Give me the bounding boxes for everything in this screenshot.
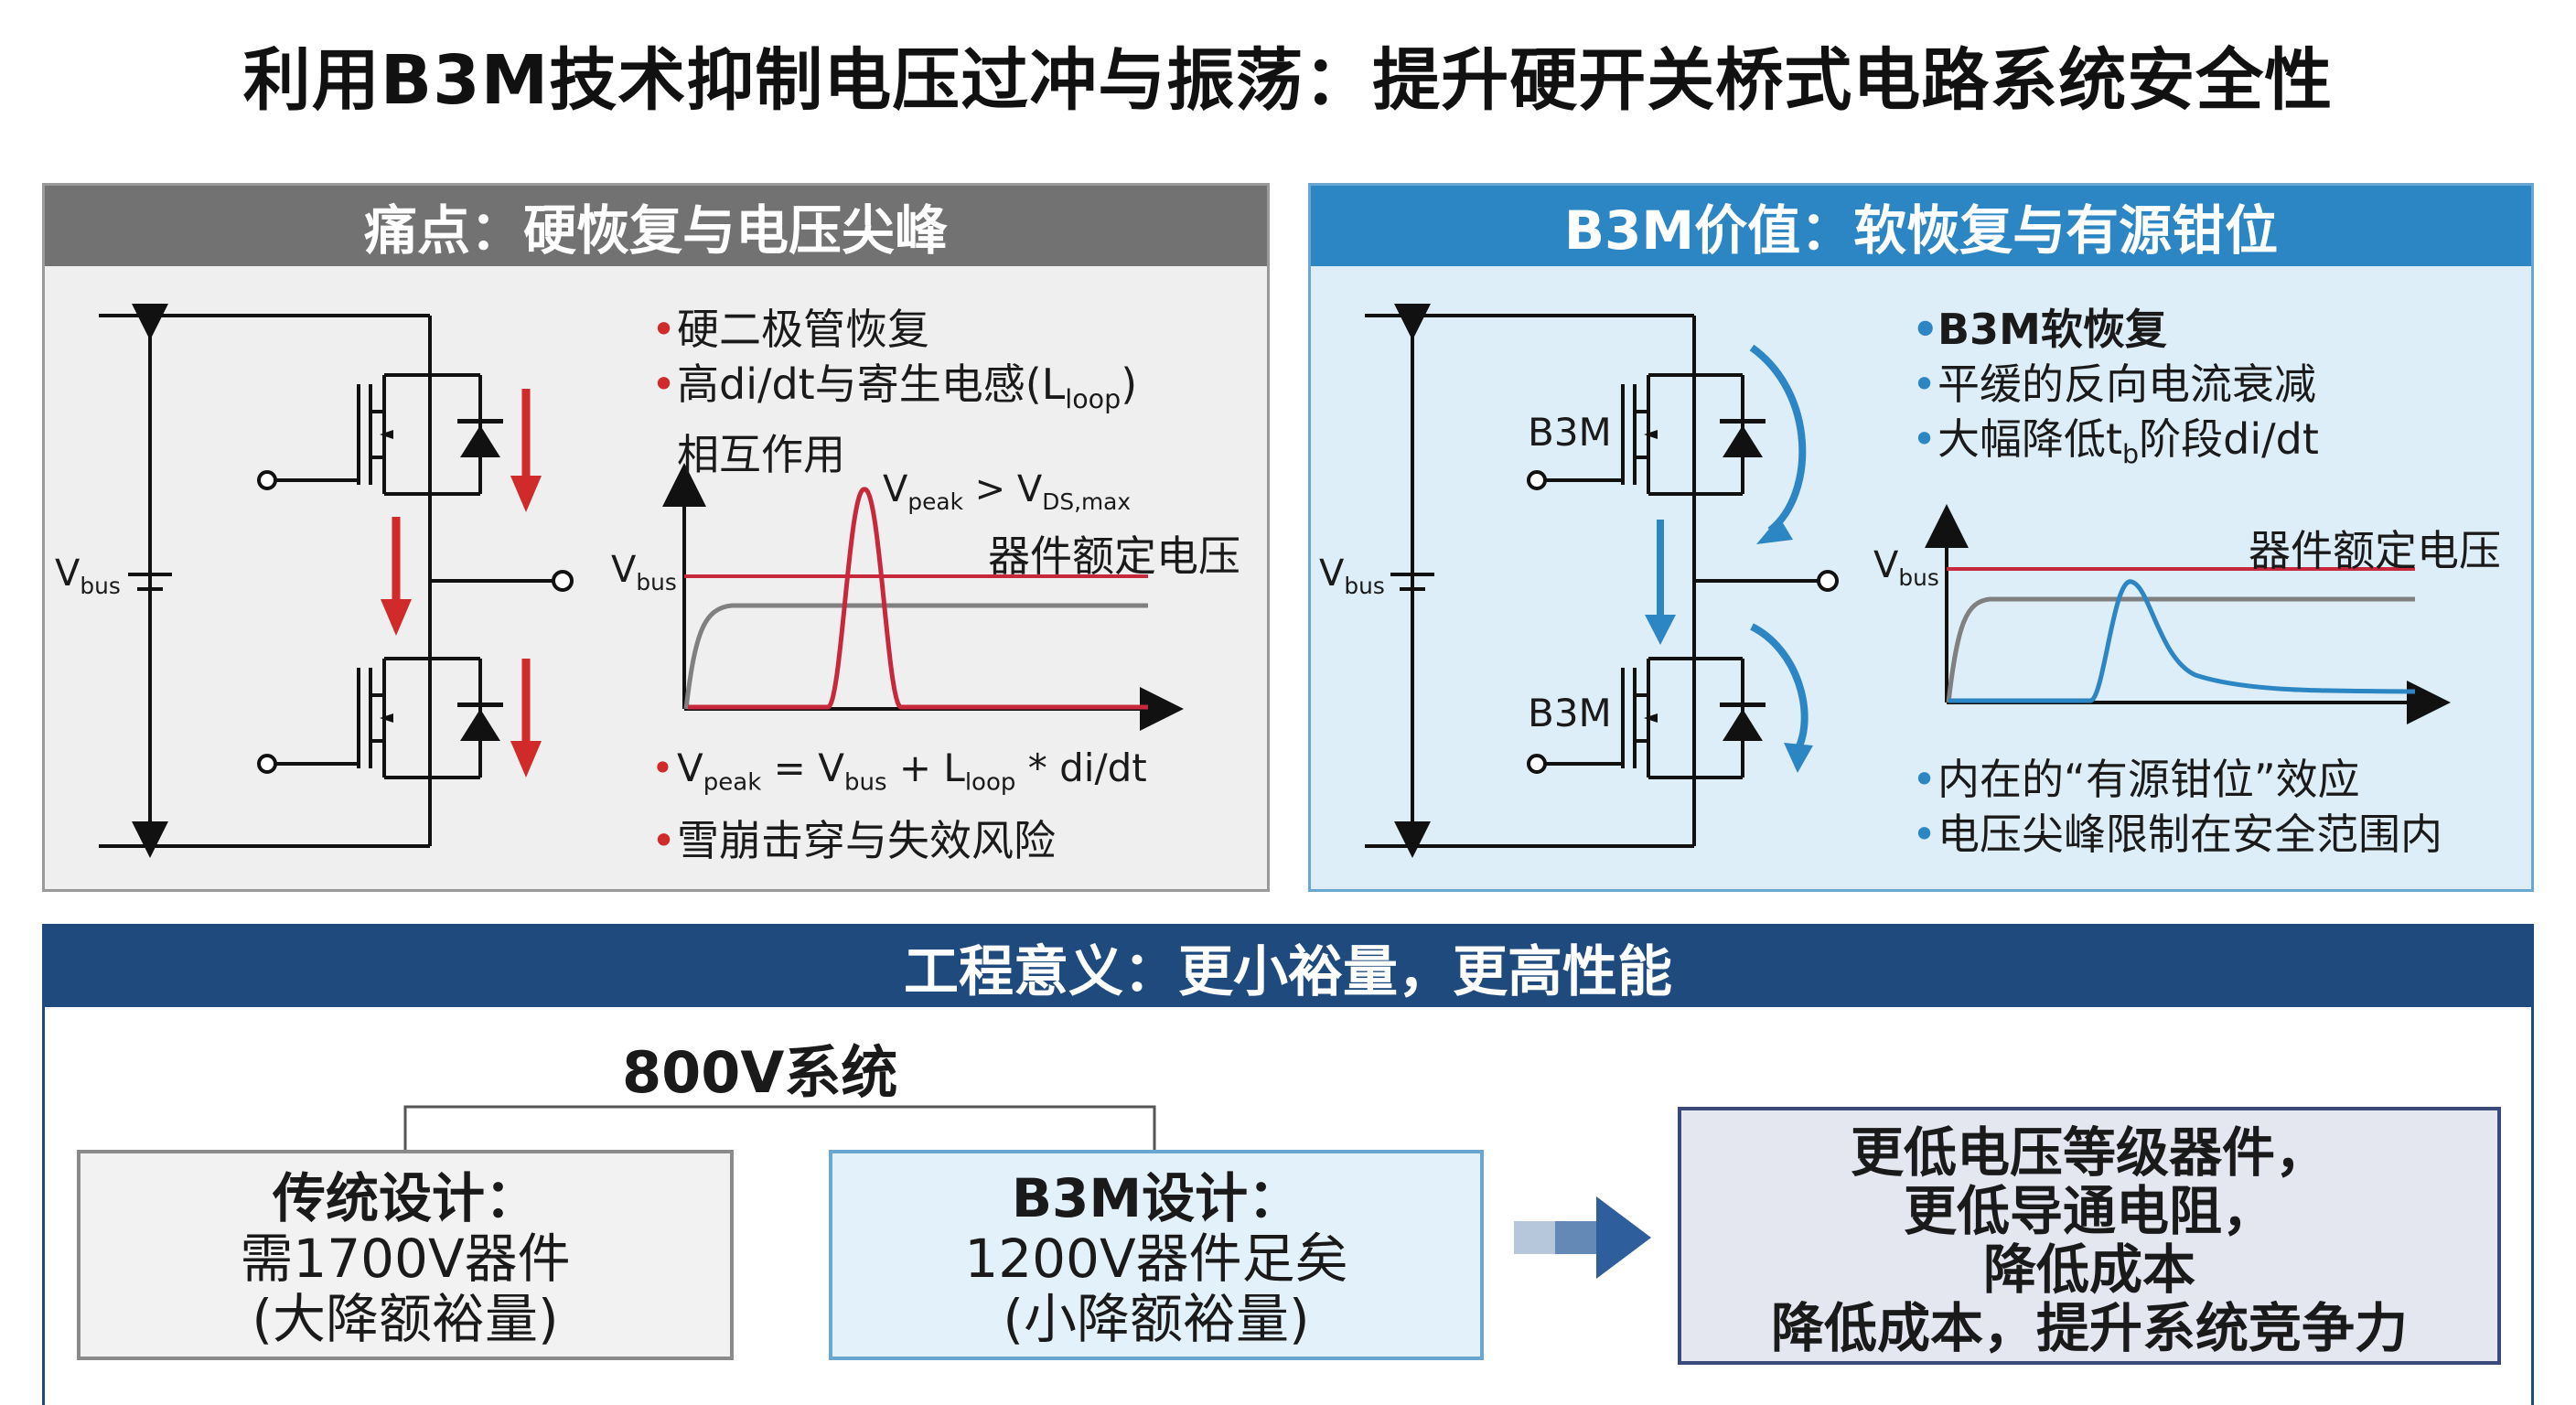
page-title: 利用B3M技术抑制电压过冲与振荡：提升硬开关桥式电路系统安全性 bbox=[242, 41, 2334, 120]
b3m-margin: (小降额裕量) bbox=[1003, 1288, 1310, 1350]
b3m-title: B3M设计： bbox=[1011, 1167, 1302, 1229]
graph-vbus-label-left: Vbus bbox=[611, 549, 677, 595]
vpeak-label: Vpeak > VDS,max bbox=[883, 468, 1131, 515]
b3m-device: 1200V器件足矣 bbox=[964, 1228, 1348, 1290]
rating-label-left: 器件额定电压 bbox=[988, 531, 1240, 581]
system-label: 800V系统 bbox=[622, 1039, 898, 1106]
red-down-arrow-icon bbox=[381, 389, 542, 778]
result-line-2: 更低导通电阻， bbox=[1903, 1180, 2275, 1242]
blue-curved-arrow-icon bbox=[1657, 344, 1809, 752]
traditional-design-box: 传统设计： 需1700V器件 (大降额裕量) bbox=[77, 1150, 734, 1360]
rating-label-right: 器件额定电压 bbox=[2249, 526, 2501, 575]
vbus-label-left: Vbus bbox=[55, 552, 121, 599]
result-line-1: 更低电压等级器件， bbox=[1850, 1121, 2328, 1184]
diode-icon bbox=[457, 419, 503, 741]
value-bullets-top: •B3M软恢复 •平缓的反向电流衰减 •大幅降低tb阶段di/dt bbox=[1912, 305, 2319, 470]
pain-bullets-top: •硬二极管恢复 •高di/dt与寄生电感(Lloop) 相互作用 bbox=[651, 305, 1138, 480]
b3m-value-panel: B3M价值：软恢复与有源钳位 bbox=[1308, 183, 2534, 892]
traditional-title: 传统设计： bbox=[272, 1167, 538, 1229]
b3m-top-label: B3M bbox=[1528, 410, 1612, 455]
right-arrow-icon bbox=[1514, 1196, 1651, 1279]
vbus-label-right: Vbus bbox=[1319, 552, 1385, 599]
vbus-curve bbox=[683, 603, 1148, 710]
diode-icon bbox=[1644, 419, 1766, 741]
result-box: 更低电压等级器件， 更低导通电阻， 降低成本 降低成本，提升系统竞争力 bbox=[1678, 1107, 2501, 1365]
pain-point-panel: 痛点：硬恢复与电压尖峰 bbox=[42, 183, 1270, 892]
b3m-value-header: B3M价值：软恢复与有源钳位 bbox=[1311, 186, 2531, 266]
engineering-header: 工程意义：更小裕量，更高性能 bbox=[45, 927, 2531, 1007]
result-line-4: 降低成本，提升系统竞争力 bbox=[1770, 1297, 2408, 1359]
pain-bullets-bottom: •Vpeak = Vbus + Lloop * di/dt •雪崩击穿与失效风险 bbox=[651, 745, 1147, 866]
traditional-device: 需1700V器件 bbox=[240, 1228, 571, 1290]
pain-point-header: 痛点：硬恢复与电压尖峰 bbox=[45, 186, 1267, 266]
traditional-margin: (大降额裕量) bbox=[252, 1288, 559, 1350]
value-bullets-bottom: •内在的“有源钳位”效应 •电压尖峰限制在安全范围内 bbox=[1912, 755, 2442, 859]
result-line-3: 降低成本 bbox=[1982, 1239, 2195, 1301]
spike-curve bbox=[688, 487, 1148, 710]
graph-vbus-label-right: Vbus bbox=[1873, 544, 1939, 591]
b3m-bottom-label: B3M bbox=[1528, 691, 1612, 735]
b3m-design-box: B3M设计： 1200V器件足矣 (小降额裕量) bbox=[829, 1150, 1484, 1360]
